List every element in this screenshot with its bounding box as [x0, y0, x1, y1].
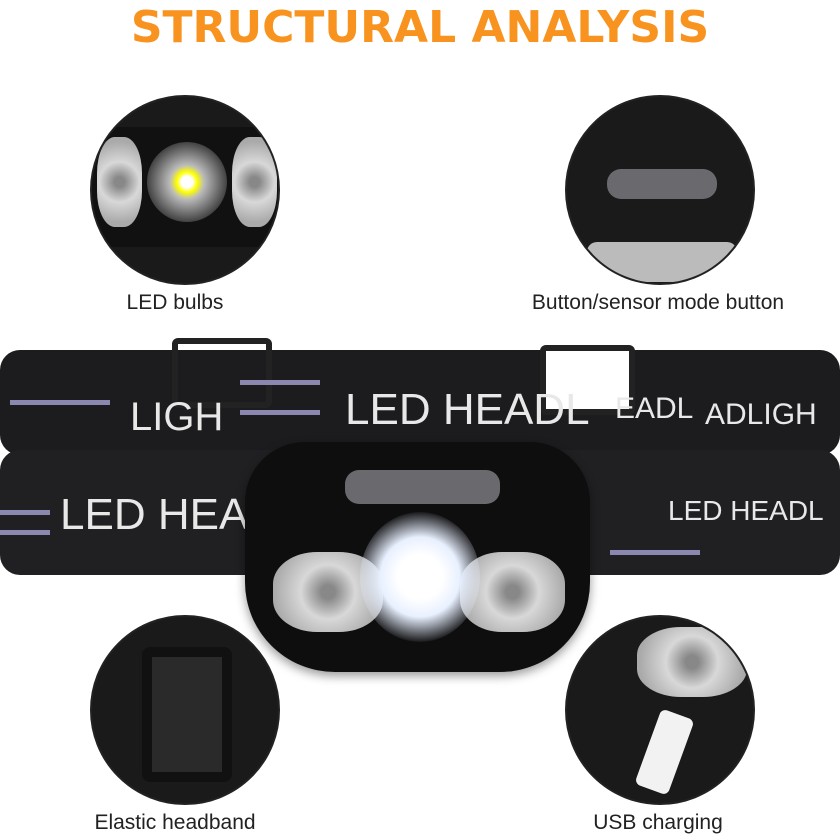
band-print: ADLIGH	[705, 398, 817, 431]
callout-elastic-headband	[90, 615, 280, 805]
band-print: LED HEADL	[668, 495, 824, 526]
callout-led-bulbs	[90, 95, 280, 285]
band-print: LED HEA	[60, 490, 249, 539]
band-print: LED HEADL	[345, 385, 590, 434]
callout-mode-button	[565, 95, 755, 285]
led-glow	[360, 512, 480, 642]
callout-label: LED bulbs	[126, 291, 224, 314]
headlamp-body	[245, 442, 590, 672]
mode-button	[345, 470, 500, 504]
callout-label: USB charging	[593, 811, 723, 834]
band-print: LIGH	[130, 395, 224, 439]
band-print: EADL	[615, 392, 694, 425]
callout-label: Button/sensor mode button	[531, 291, 785, 314]
page-title: STRUCTURAL ANALYSIS	[130, 2, 710, 53]
callout-label: Elastic headband	[94, 811, 256, 834]
callout-usb-charging	[565, 615, 755, 805]
